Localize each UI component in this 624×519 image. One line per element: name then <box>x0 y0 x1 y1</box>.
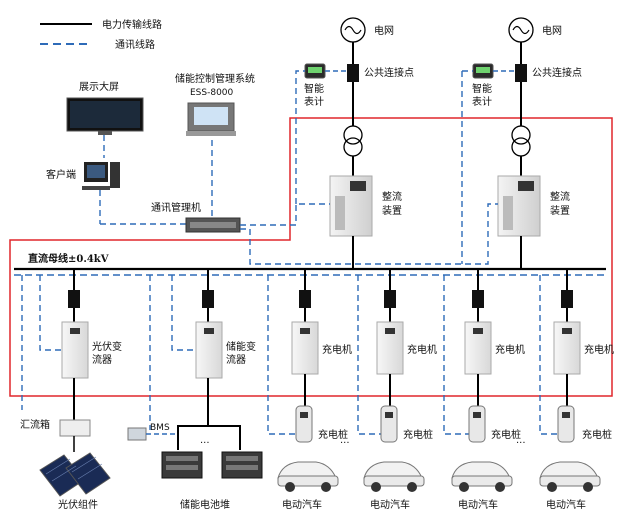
charger-breaker <box>384 290 396 308</box>
charger-label: 充电机 <box>407 343 437 356</box>
grid-left-label: 电网 <box>374 24 394 37</box>
ev-label: 电动汽车 <box>458 498 498 511</box>
charger-label: 充电机 <box>495 343 525 356</box>
storage-ellipsis: ··· <box>200 438 210 449</box>
charging-branch-3: 充电机 充电桩 电动汽车 <box>443 269 525 511</box>
rectifier-right-label-1: 整流 <box>550 190 570 203</box>
battery-stack-label: 储能电池堆 <box>180 498 230 511</box>
system-boundary <box>9 117 613 397</box>
pv-breaker <box>68 290 80 308</box>
meter-left-label-1: 智能 <box>304 82 324 95</box>
client-label: 客户端 <box>46 168 76 181</box>
charge-pile-icon <box>557 405 575 443</box>
storage-converter-label-1: 储能变 <box>226 340 256 353</box>
legend: 电力传输线路 通讯线路 <box>40 18 162 51</box>
ev-label: 电动汽车 <box>370 498 410 511</box>
charger-cabinet <box>291 321 319 375</box>
charger-breaker <box>472 290 484 308</box>
ev-icon <box>539 461 601 492</box>
charging-branch-2: 充电机 充电桩 电动汽车 <box>357 269 437 511</box>
charge-pile-icon <box>295 405 313 443</box>
meter-right-label-1: 智能 <box>472 82 492 95</box>
comm-manager-label: 通讯管理机 <box>151 201 201 214</box>
grid-right-label: 电网 <box>542 24 562 37</box>
pv-modules-label: 光伏组件 <box>58 498 98 511</box>
pcc-left-label: 公共连接点 <box>364 66 414 79</box>
ev-icon <box>277 461 339 492</box>
charge-pile-icon <box>380 405 398 443</box>
pv-converter-label-2: 流器 <box>92 353 112 366</box>
rectifier-right-label-2: 装置 <box>550 204 570 217</box>
meter-left-label-2: 表计 <box>304 95 324 108</box>
rectifier-left-label-2: 装置 <box>382 204 402 217</box>
legend-comm-label: 通讯线路 <box>115 38 155 51</box>
dc-bus: 直流母线±0.4kV <box>14 252 606 276</box>
ev-label: 电动汽车 <box>546 498 586 511</box>
storage-converter-label-2: 流器 <box>226 353 246 366</box>
ems-label-2: ESS-8000 <box>190 88 234 98</box>
pcc-breaker-right <box>515 64 527 82</box>
bms-icon <box>127 427 147 441</box>
grid-left: 电网 公共连接点 智能 表计 整流 装置 <box>304 17 414 269</box>
ev-icon <box>451 461 513 492</box>
storage-branch: 储能变 流器 ··· BMS 储能电池堆 <box>127 269 263 511</box>
combiner-box-label: 汇流箱 <box>20 418 50 431</box>
ev-label: 电动汽车 <box>282 498 322 511</box>
monitoring-section: 展示大屏 储能控制管理系统 ESS-8000 客户端 通讯管理机 <box>46 70 498 265</box>
grid-right: 电网 公共连接点 智能 表计 整流 装置 <box>472 17 582 269</box>
pcc-right-label: 公共连接点 <box>532 66 582 79</box>
ems-label-1: 储能控制管理系统 <box>175 72 255 85</box>
legend-power-label: 电力传输线路 <box>102 18 162 31</box>
combiner-box-icon <box>59 419 91 437</box>
bms-label: BMS <box>150 423 170 433</box>
pv-converter-label-1: 光伏变 <box>92 340 122 353</box>
charge-pile-label: 充电桩 <box>318 428 348 441</box>
ev-icon <box>363 461 425 492</box>
charge-pile-label: 充电桩 <box>403 428 433 441</box>
pv-branch: 光伏变 流器 汇流箱 光伏组件 <box>20 269 122 511</box>
display-screen-label: 展示大屏 <box>79 80 119 93</box>
dc-bus-label: 直流母线±0.4kV <box>28 252 109 265</box>
charging-branch-4: 充电机 充电桩 电动汽车 <box>539 269 614 511</box>
charger-breaker <box>561 290 573 308</box>
pv-modules-icon <box>39 452 111 497</box>
charger-label: 充电机 <box>584 343 614 356</box>
charger-breaker <box>299 290 311 308</box>
charge-pile-icon <box>468 405 486 443</box>
pile-ellipsis: ··· <box>340 438 350 449</box>
charging-branch-1: 充电机 充电桩 电动汽车 <box>267 269 352 511</box>
storage-breaker <box>202 290 214 308</box>
charge-pile-label: 充电桩 <box>491 428 521 441</box>
charge-pile-label: 充电桩 <box>582 428 612 441</box>
charger-label: 充电机 <box>322 343 352 356</box>
pcc-breaker-left <box>347 64 359 82</box>
pile-ellipsis: ··· <box>516 438 526 449</box>
rectifier-left-label-1: 整流 <box>382 190 402 203</box>
meter-right-label-2: 表计 <box>472 95 492 108</box>
